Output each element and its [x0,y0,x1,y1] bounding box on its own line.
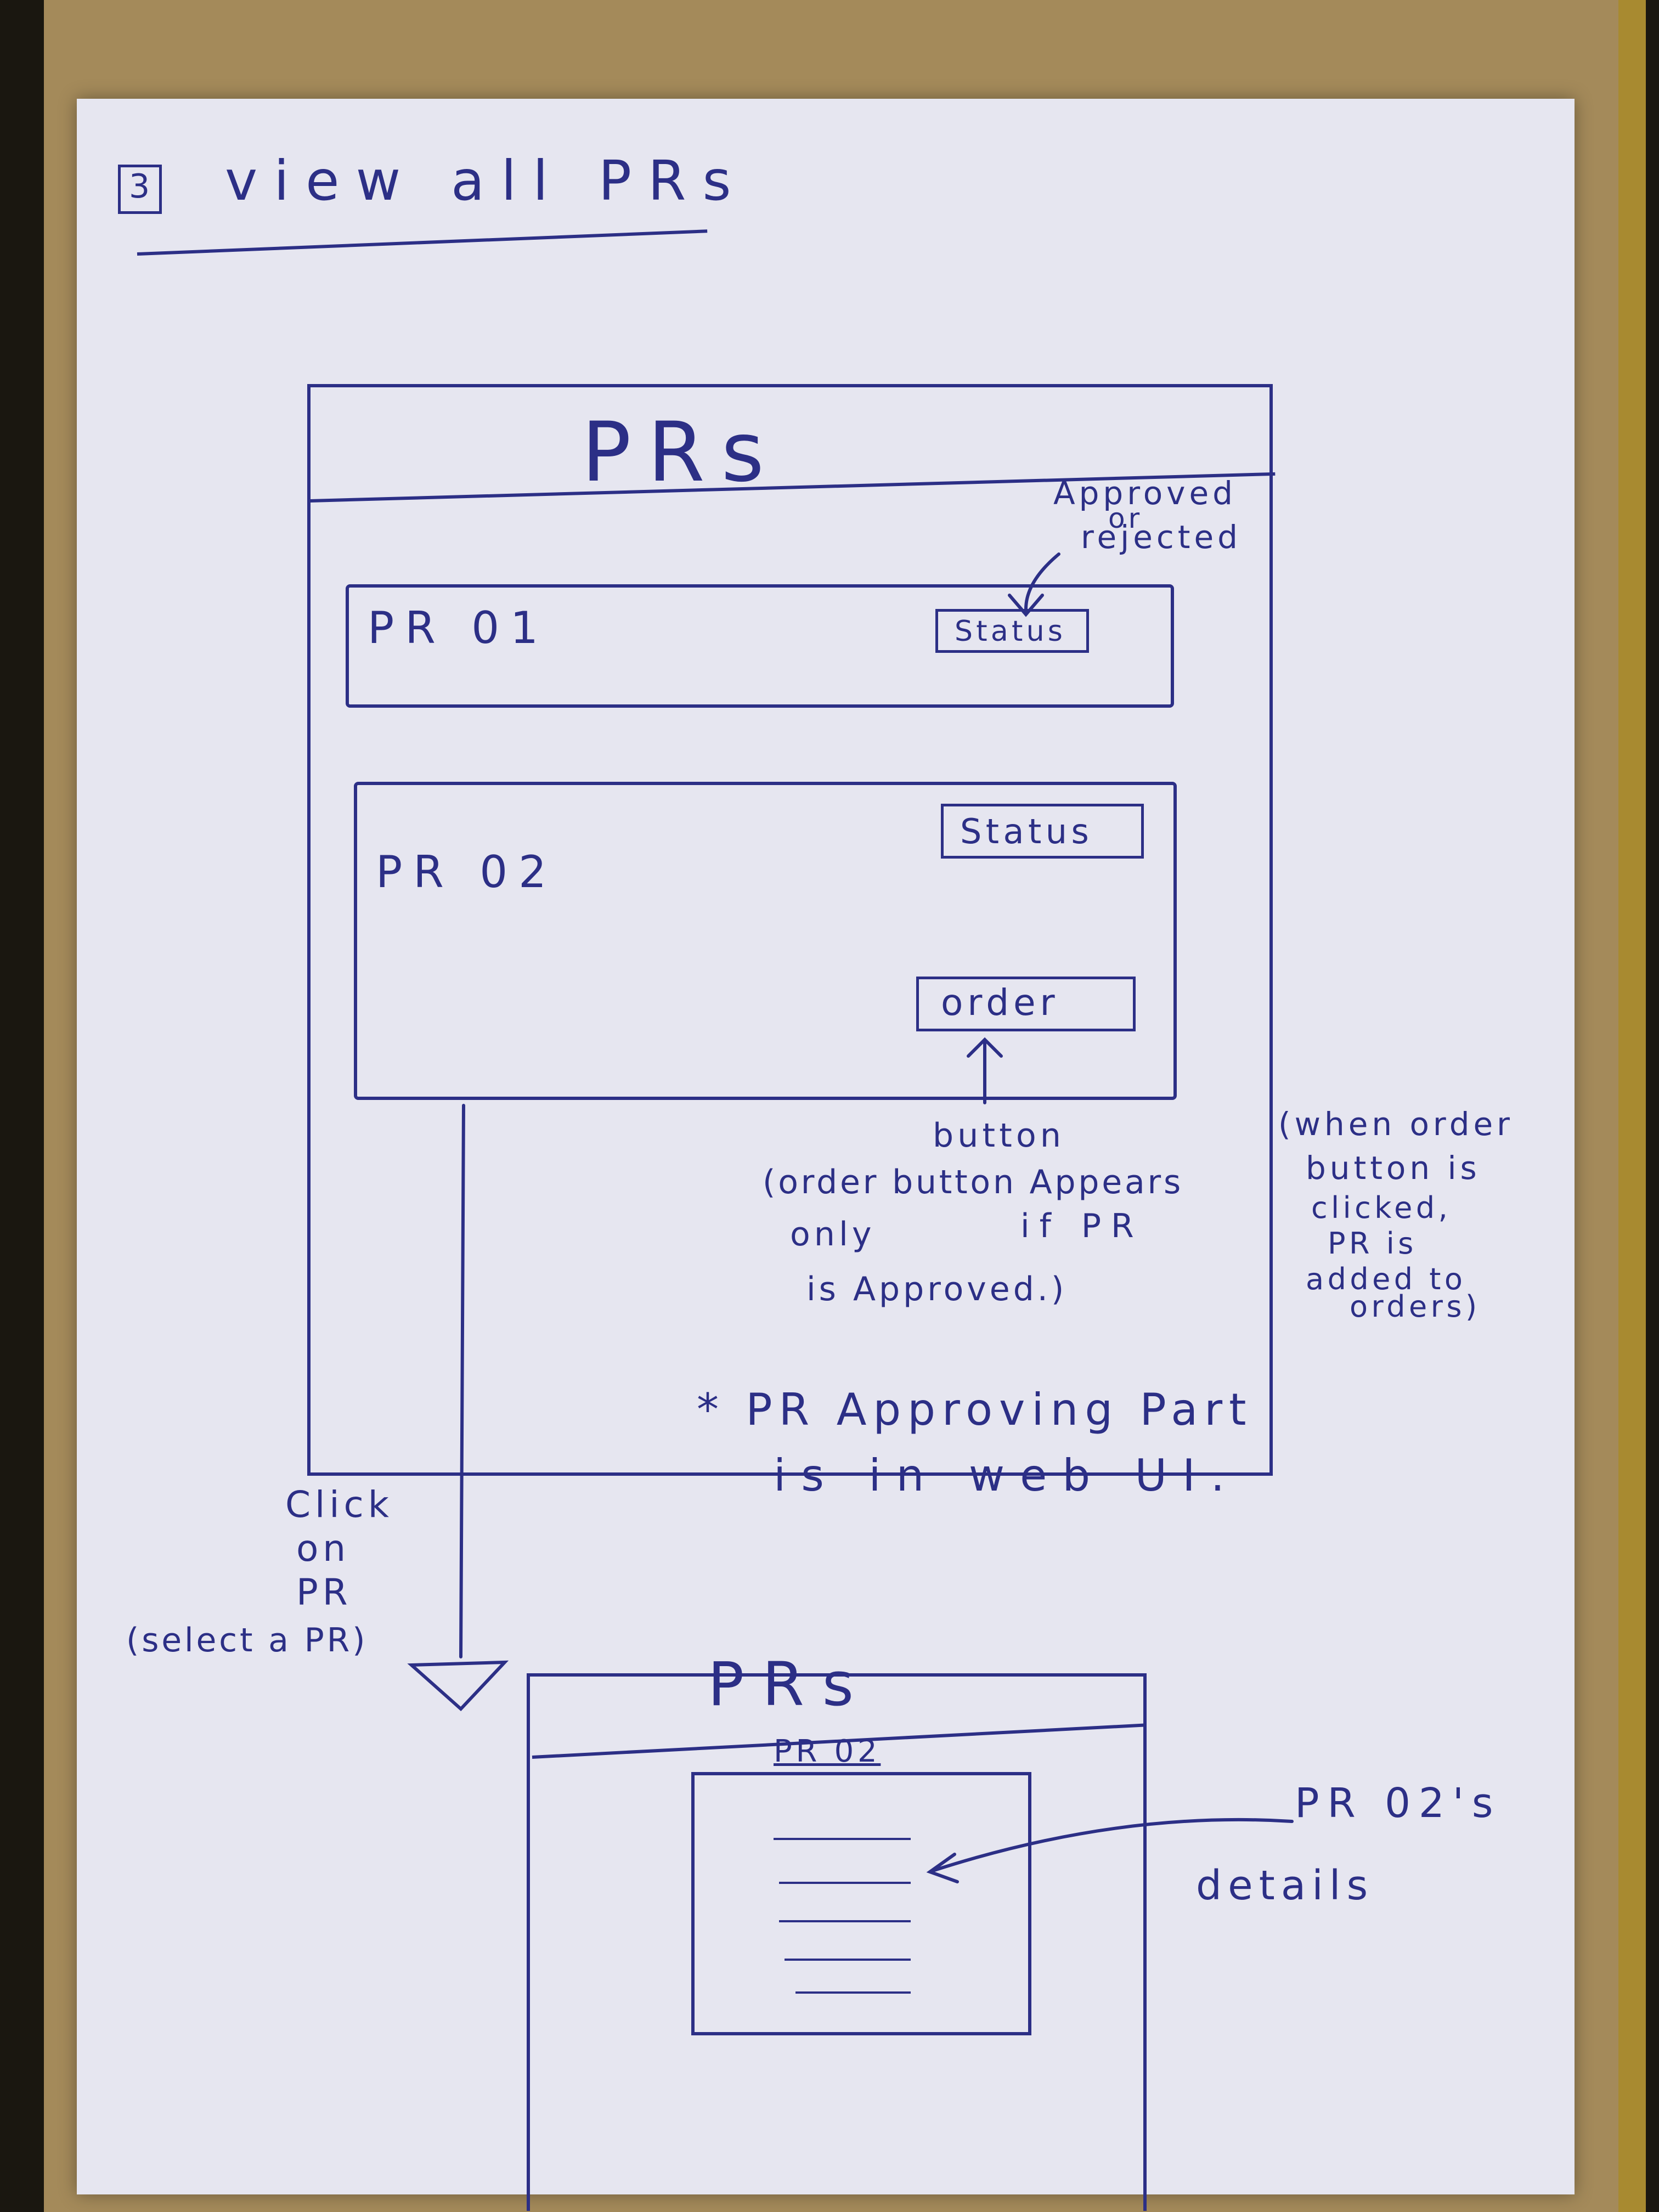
click-note-line1: Click [285,1483,393,1526]
approving-note-line1: * PR Approving Part [697,1384,1253,1435]
pr02-label: PR 02 [376,847,558,898]
connector-arrows [407,552,1294,1883]
detail-text-line-3 [779,1920,911,1922]
details-note-line2: details [1196,1862,1374,1909]
when-order-line3: clicked, [1311,1190,1452,1225]
when-order-line4: PR is [1328,1226,1417,1261]
pr02-status-badge [941,804,1144,859]
sketch-paper: 3 view all PRs PRs Approved or rejected … [77,99,1575,2211]
order-note-line2b: if PR [1020,1207,1144,1245]
order-note-line3: is Approved.) [806,1270,1068,1308]
order-button[interactable] [916,977,1136,1031]
status-note-line1: Approved [1053,475,1237,512]
when-order-line1: (when order [1278,1105,1514,1143]
click-note-line2: on [296,1527,351,1570]
detail-text-line-2 [779,1882,911,1884]
pr01-status-text: Status [955,615,1066,648]
step-number-box [118,165,162,214]
pr02-detail-card [691,1772,1031,2035]
order-button-label: order [941,981,1059,1024]
prs-detail-screen-frame [527,1673,1147,2211]
pr02-status-text: Status [960,811,1093,851]
order-note-line2: only [790,1215,876,1254]
details-note-line1: PR 02's [1295,1780,1502,1827]
pr01-status-badge [935,609,1089,653]
list-item-pr02[interactable] [354,782,1177,1100]
when-order-line5: added to [1306,1262,1466,1296]
when-order-line2: button is [1306,1149,1481,1187]
prs-screen-title: PRs [582,405,781,500]
detail-text-line-1 [774,1838,911,1840]
page-heading: view all PRs [225,149,748,213]
click-note-line4: (select a PR) [126,1621,368,1660]
status-note-line2: or [1108,503,1143,534]
order-note-line1: (order button Appears [763,1163,1184,1201]
status-note-line3: rejected [1081,518,1242,556]
when-order-line6: orders) [1350,1289,1481,1324]
detail-item-label: PR 02 [774,1734,881,1769]
detail-text-line-5 [795,1991,911,1994]
detail-screen-title: PRs [708,1649,872,1719]
button-note: button [933,1116,1065,1155]
pr01-label: PR 01 [368,602,550,653]
step-number: 3 [129,167,154,206]
list-item-pr01[interactable] [346,584,1174,708]
approving-note-line2: is in web UI. [774,1450,1240,1501]
detail-text-line-4 [785,1959,911,1961]
click-note-line3: PR [296,1571,352,1613]
prs-screen-frame [307,384,1273,1476]
